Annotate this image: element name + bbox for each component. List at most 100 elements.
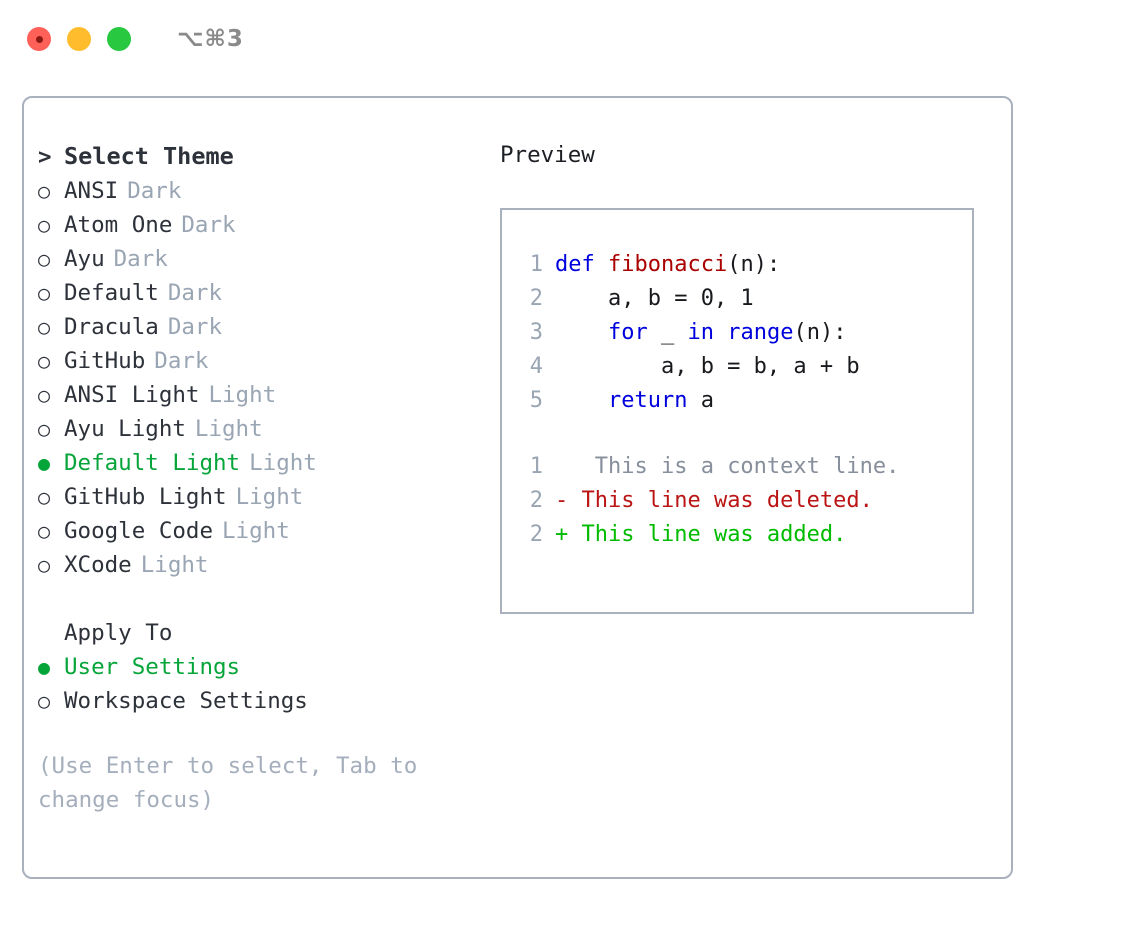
code-token-kw: for [607,320,648,345]
theme-name-label: Google Code [64,518,214,544]
theme-list-item[interactable]: ○ GitHub Light Light [38,480,488,514]
diff-sign: - [555,488,569,513]
caret-icon: > [38,144,52,170]
theme-name-label: GitHub Light [64,484,227,510]
close-window-button[interactable] [27,27,51,51]
diff-line-context: 1 This is a context line. [515,450,966,484]
code-line-text: def fibonacci(n): [555,248,780,282]
apply-to-label: Workspace Settings [64,688,308,714]
theme-list-item[interactable]: ○ Ayu Dark [38,242,488,276]
diff-body: This is a context line. [568,454,900,479]
diff-body: This line was deleted. [568,488,873,513]
radio-unselected-icon[interactable]: ○ [38,247,51,271]
radio-unselected-icon[interactable]: ○ [38,519,51,543]
diff-line-added: 2 + This line was added. [515,518,966,552]
theme-name-label: ANSI Light [64,382,200,408]
code-token-plain: a, b = b, a + b [555,354,860,379]
radio-selected-icon[interactable]: ● [38,655,51,679]
apply-to-item[interactable]: ○ Workspace Settings [38,684,488,718]
code-token-plain: (n): [727,252,781,277]
theme-list-item[interactable]: ○ ANSI Dark [38,174,488,208]
theme-category-label: Light [140,552,209,578]
theme-category-label: Dark [181,212,236,238]
code-token-plain [555,320,608,345]
theme-list-item[interactable]: ○ Ayu Light Light [38,412,488,446]
radio-unselected-icon[interactable]: ○ [38,485,51,509]
code-token-kw: return [607,388,688,413]
diff-line-text: + This line was added. [555,518,846,552]
theme-category-label: Dark [167,280,223,306]
section-spacer [38,582,488,616]
radio-unselected-icon[interactable]: ○ [38,349,51,373]
code-line: 3 for _ in range(n): [515,316,966,350]
theme-list-item[interactable]: ○ Atom One Dark [38,208,488,242]
theme-category-label: Dark [127,178,182,204]
theme-name-label: Ayu [64,246,105,272]
code-token-plain [714,320,727,345]
select-theme-header: > Select Theme [38,138,488,174]
apply-to-header: Apply To [38,616,488,650]
code-line: 2 a, b = 0, 1 [515,282,966,316]
code-token-plain: (n): [793,320,847,345]
code-token-fn: fibonacci [607,252,728,277]
radio-unselected-icon[interactable]: ○ [38,689,51,713]
code-line-text: a, b = b, a + b [555,350,860,384]
apply-to-item[interactable]: ● User Settings [38,650,488,684]
radio-unselected-icon[interactable]: ○ [38,315,51,339]
diff-body: This line was added. [568,522,847,547]
code-line-text: return a [555,384,714,418]
theme-category-label: Dark [113,246,168,272]
code-line-number: 2 [529,286,543,311]
minimize-window-button[interactable] [67,27,91,51]
code-line-text: for _ in range(n): [555,316,846,350]
radio-selected-icon[interactable]: ● [38,451,51,475]
theme-category-label: Light [194,416,263,442]
code-line-text: a, b = 0, 1 [555,282,754,316]
code-token-kw: def [555,252,608,277]
theme-category-label: Light [235,484,304,510]
radio-unselected-icon[interactable]: ○ [38,553,51,577]
code-line-number: 1 [529,252,543,277]
traffic-lights [27,27,131,51]
diff-line-number: 2 [529,522,543,547]
code-token-kw: in [687,320,714,345]
radio-unselected-icon[interactable]: ○ [38,281,51,305]
maximize-window-button[interactable] [107,27,131,51]
apply-to-list: ● User Settings ○ Workspace Settings [38,650,488,718]
diff-sign: + [555,522,569,547]
theme-category-label: Light [249,450,317,476]
code-line-number: 4 [529,354,543,379]
radio-unselected-icon[interactable]: ○ [38,383,51,407]
code-token-plain: _ [647,320,688,345]
code-token-kw: range [727,320,794,345]
diff-line-deleted: 2- This line was deleted. [515,484,966,518]
code-line-number: 3 [529,320,543,345]
diff-line-number: 2 [529,488,543,513]
theme-name-label: ANSI [64,178,119,204]
title-bar: ⌥⌘3 [0,0,1140,78]
radio-unselected-icon[interactable]: ○ [38,213,51,237]
theme-name-label: Dracula [64,314,159,340]
apply-to-label: User Settings [64,654,241,680]
radio-unselected-icon[interactable]: ○ [38,179,51,203]
radio-unselected-icon[interactable]: ○ [38,417,51,441]
theme-name-label: Ayu Light [64,416,186,442]
code-token-plain: a [687,388,714,413]
code-line-number: 5 [529,388,543,413]
diff-sign [555,454,568,479]
theme-name-label: Atom One [64,212,173,238]
theme-name-label: GitHub [64,348,146,374]
code-token-plain [555,388,608,413]
